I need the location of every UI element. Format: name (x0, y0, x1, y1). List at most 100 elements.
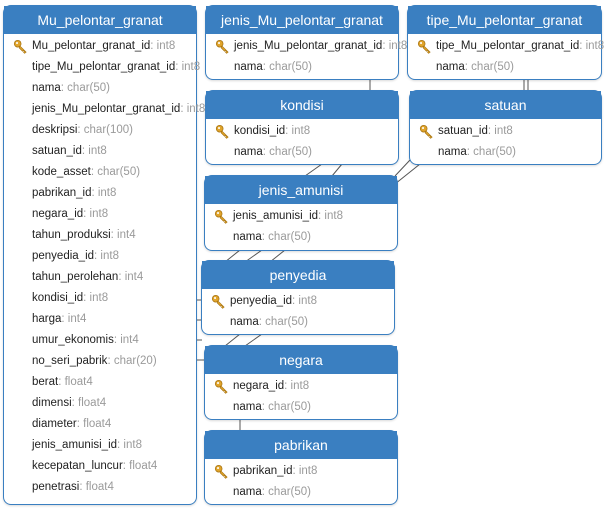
column-row-tahun-perolehan[interactable]: tahun_perolehan: int4 (4, 267, 196, 288)
primary-key-icon (214, 209, 229, 224)
table-title: kondisi (206, 91, 398, 119)
column-type: : char(50) (60, 82, 110, 94)
column-type: : float4 (71, 397, 107, 409)
column-row-no-seri-pabrik[interactable]: no_seri_pabrik: char(20) (4, 351, 196, 372)
table-title: pabrikan (205, 431, 397, 459)
column-row-nama[interactable]: nama: char(50) (205, 482, 397, 503)
column-name: kode_asset (32, 166, 91, 178)
column-row-umur-ekonomis[interactable]: umur_ekonomis: int4 (4, 330, 196, 351)
column-row-pabrikan-id[interactable]: pabrikan_id: int8 (4, 183, 196, 204)
column-type: : int8 (150, 40, 176, 52)
column-row-deskripsi[interactable]: deskripsi: char(100) (4, 120, 196, 141)
column-name: satuan_id (438, 125, 488, 137)
column-type: : char(20) (107, 355, 157, 367)
column-name: negara_id (233, 380, 285, 392)
column-name: nama (233, 231, 262, 243)
column-name: nama (233, 486, 262, 498)
column-type: : int8 (175, 61, 201, 73)
column-name: kondisi_id (234, 125, 286, 137)
column-row-jenis-amunisi-id[interactable]: jenis_amunisi_id: int8 (4, 435, 196, 456)
column-row-satuan-id[interactable]: satuan_id: int8 (4, 141, 196, 162)
column-row-nama[interactable]: nama: char(50) (206, 142, 398, 163)
column-row-berat[interactable]: berat: float4 (4, 372, 196, 393)
primary-key-icon (215, 39, 230, 54)
column-row-jenis-amunisi-id[interactable]: jenis_amunisi_id: int8 (205, 206, 397, 227)
column-row-negara-id[interactable]: negara_id: int8 (4, 204, 196, 225)
column-type: : char(50) (261, 486, 311, 498)
table-title: Mu_pelontar_granat (4, 6, 196, 34)
column-row-dimensi[interactable]: dimensi: float4 (4, 393, 196, 414)
column-row-nama[interactable]: nama: char(50) (205, 227, 397, 248)
column-row-nama[interactable]: nama: char(50) (205, 397, 397, 418)
column-row-tipe-mu-pelontar-granat-id[interactable]: tipe_Mu_pelontar_granat_id: int8 (4, 57, 200, 78)
column-name: berat (32, 376, 59, 388)
column-row-jenis-mu-pelontar-granat-id[interactable]: jenis_Mu_pelontar_granat_id: int8 (206, 36, 407, 57)
column-row-harga[interactable]: harga: int4 (4, 309, 196, 330)
column-name: diameter (32, 418, 77, 430)
column-name: jenis_amunisi_id (233, 210, 319, 222)
column-type: : char(100) (77, 124, 133, 136)
column-type: : float4 (79, 481, 114, 493)
column-row-mu-pelontar-granat-id[interactable]: Mu_pelontar_granat_id: int8 (4, 36, 196, 57)
column-type: : char(50) (261, 401, 311, 413)
column-row-pabrikan-id[interactable]: pabrikan_id: int8 (205, 461, 397, 482)
column-row-kode-asset[interactable]: kode_asset: char(50) (4, 162, 196, 183)
column-type: : int8 (83, 292, 109, 304)
column-row-penetrasi[interactable]: penetrasi: float4 (4, 477, 196, 498)
column-row-penyedia-id[interactable]: penyedia_id: int8 (202, 291, 394, 312)
column-type: : char(50) (262, 146, 312, 158)
column-row-nama[interactable]: nama: char(50) (4, 78, 196, 99)
column-type: : int8 (117, 439, 142, 451)
column-name: jenis_amunisi_id (32, 439, 118, 451)
rel-kondisi-line (304, 163, 323, 177)
column-row-diameter[interactable]: diameter: float4 (4, 414, 196, 435)
column-row-nama[interactable]: nama: char(50) (410, 142, 601, 163)
column-name: tahun_perolehan (32, 271, 119, 283)
primary-key-icon (215, 124, 230, 139)
column-type: : int8 (83, 208, 109, 220)
column-row-kondisi-id[interactable]: kondisi_id: int8 (4, 288, 196, 309)
column-row-jenis-mu-pelontar-granat-id[interactable]: jenis_Mu_pelontar_granat_id: int8 (4, 99, 205, 120)
column-type: : int8 (94, 250, 119, 262)
column-name: harga (32, 313, 62, 325)
column-row-kecepatan-luncur[interactable]: kecepatan_luncur: float4 (4, 456, 196, 477)
primary-key-icon (211, 294, 226, 309)
column-name: pabrikan_id (233, 465, 293, 477)
column-name: penetrasi (32, 481, 80, 493)
column-row-penyedia-id[interactable]: penyedia_id: int8 (4, 246, 196, 267)
column-row-tahun-produksi[interactable]: tahun_produksi: int4 (4, 225, 196, 246)
column-row-nama[interactable]: nama: char(50) (206, 57, 398, 78)
primary-key-icon (13, 39, 28, 54)
column-name: nama (234, 61, 263, 73)
column-name: kecepatan_luncur (32, 460, 123, 472)
column-type: : int8 (180, 103, 206, 115)
column-type: : int8 (81, 145, 107, 157)
column-row-nama[interactable]: nama: char(50) (408, 57, 601, 78)
column-row-satuan-id[interactable]: satuan_id: int8 (410, 121, 601, 142)
column-row-tipe-mu-pelontar-granat-id[interactable]: tipe_Mu_pelontar_granat_id: int8 (408, 36, 605, 57)
column-type: : int8 (91, 187, 117, 199)
column-name: jenis_Mu_pelontar_granat_id (234, 40, 383, 52)
column-type: : float4 (122, 460, 158, 472)
column-row-kondisi-id[interactable]: kondisi_id: int8 (206, 121, 398, 142)
column-row-negara-id[interactable]: negara_id: int8 (205, 376, 397, 397)
column-row-nama[interactable]: nama: char(50) (202, 312, 394, 333)
table-title: tipe_Mu_pelontar_granat (408, 6, 601, 34)
column-type: : int8 (579, 40, 605, 52)
table-title: satuan (410, 91, 601, 119)
column-name: umur_ekonomis (32, 334, 114, 346)
column-name: pabrikan_id (32, 187, 92, 199)
column-type: : int8 (284, 380, 310, 392)
